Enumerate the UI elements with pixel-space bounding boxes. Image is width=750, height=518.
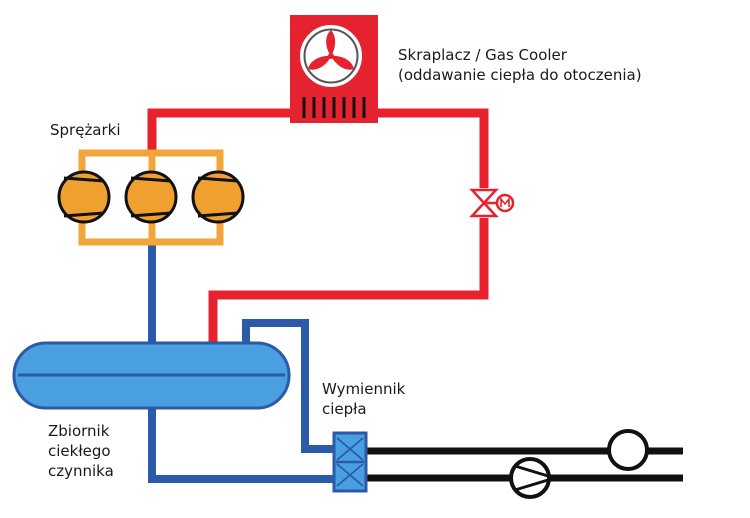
compressor-to-condenser-pipe (147, 108, 292, 152)
exchanger-return-pipe (148, 405, 335, 483)
valve-to-tank-pipe (208, 218, 489, 346)
heat-exchanger-icon (332, 431, 368, 493)
condenser-fins (302, 97, 366, 118)
compressors-label: Sprężarki (50, 121, 121, 139)
fan-icon (300, 25, 362, 87)
low-pressure-piping (148, 242, 335, 483)
high-pressure-piping (147, 108, 489, 346)
compressor-icon (191, 170, 245, 224)
flow-meter-icon (607, 429, 649, 471)
condenser-label-line2: (oddawanie ciepła do otoczenia) (398, 66, 642, 84)
heat-exchanger-label-line1: Wymiennik (322, 380, 406, 398)
condenser-to-valve-pipe (376, 108, 489, 188)
heat-exchanger-label-line2: ciepła (322, 400, 367, 418)
tank-to-exchanger-pipe (242, 319, 335, 453)
receiver-label-line2: ciekłego (48, 442, 111, 460)
expansion-valve-icon (469, 188, 515, 218)
compressor-icon (124, 170, 178, 224)
liquid-receiver-tank (12, 341, 291, 410)
condenser-label-line1: Skraplacz / Gas Cooler (398, 46, 567, 64)
compressor-icon (57, 170, 111, 224)
receiver-label-line1: Zbiornik (48, 422, 110, 440)
pump-icon (509, 457, 551, 499)
condenser-unit (290, 15, 378, 123)
receiver-label-line3: czynnika (48, 462, 114, 480)
